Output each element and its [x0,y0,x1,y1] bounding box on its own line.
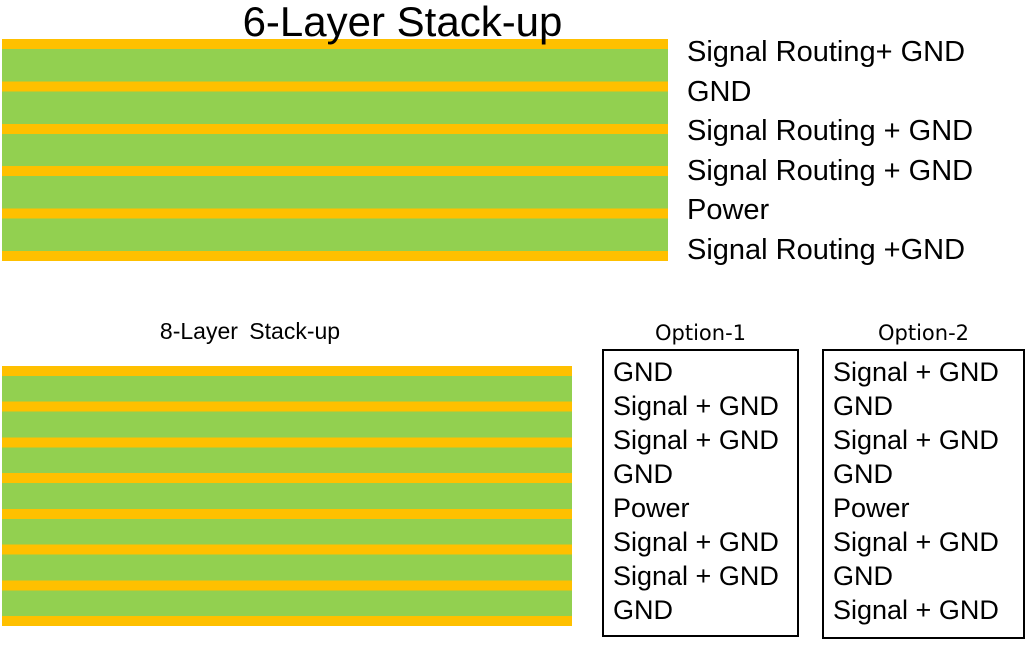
option-2-layer-8: Signal + GND [833,595,999,625]
option-1-layer-6: Signal + GND [613,527,779,557]
option-2-box: Signal + GND GND Signal + GND GND Power … [822,349,1025,639]
six-layer-label-5: Power [687,194,770,226]
option-1-layer-5: Power [613,493,690,523]
option-2-layer-3: Signal + GND [833,425,999,455]
six-layer-labels: Signal Routing+ GND GND Signal Routing +… [687,33,973,270]
option-2-layer-5: Power [833,493,910,523]
six-layer-label-3: Signal Routing + GND [687,115,974,147]
option-2-layer-2: GND [833,391,893,421]
option-1-header: Option-1 [654,321,747,345]
option-2-layer-6: Signal + GND [833,527,999,557]
option-1-layer-8: GND [613,595,673,625]
option-2-layer-4: GND [833,459,893,489]
option-1-layer-3: Signal + GND [613,425,779,455]
option-1-box: GND Signal + GND Signal + GND GND Power … [602,349,799,637]
option-1-layer-2: Signal + GND [613,391,779,421]
option-2-layer-7: GND [833,561,893,591]
six-layer-label-6: Signal Routing +GND [687,233,966,266]
eight-layer-title: 8-Layer Stack-up [159,318,341,344]
six-layer-board-graphic [2,39,668,261]
eight-layer-board-graphic [2,366,572,626]
six-layer-label-2: GND [687,75,752,108]
option-1-layer-1: GND [613,357,673,387]
option-1-layer-7: Signal + GND [613,561,779,591]
six-layer-label-1: Signal Routing+ GND [687,36,966,68]
option-2-layer-1: Signal + GND [833,357,999,387]
option-2-header: Option-2 [877,321,970,345]
option-1-layer-4: GND [613,459,673,489]
six-layer-label-4: Signal Routing + GND [687,154,974,187]
six-layer-title: 6-Layer Stack-up [242,0,563,45]
